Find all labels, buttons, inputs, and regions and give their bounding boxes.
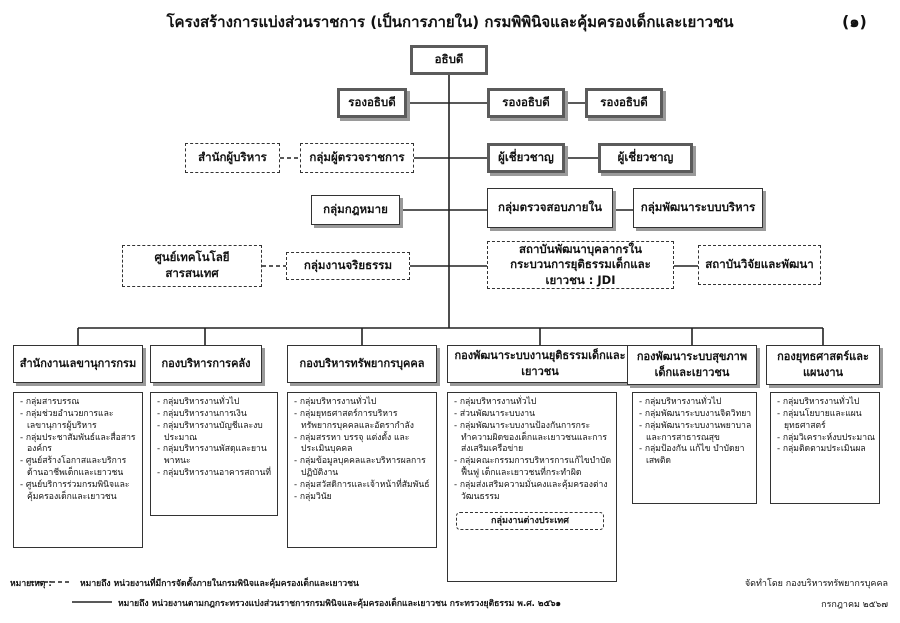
deputy-box-1: รองอธิบดี bbox=[337, 88, 407, 118]
list-item: - กลุ่มสรรหา บรรจุ แต่งตั้ง และประเมินบุ… bbox=[294, 432, 410, 455]
division-list-5: - กลุ่มบริหารงานทั่วไป - กลุ่มพัฒนาระบบง… bbox=[632, 392, 757, 504]
list-item: - กลุ่มสารบรรณ bbox=[20, 397, 80, 407]
deputy-box-2: รองอธิบดี bbox=[487, 88, 565, 118]
division-header-5: กองพัฒนาระบบสุขภาพเด็กและเยาวชน bbox=[627, 345, 757, 385]
division-list-6: - กลุ่มบริหารงานทั่วไป - กลุ่มนโยบายและแ… bbox=[770, 392, 880, 504]
division-list-3: - กลุ่มบริหารงานทั่วไป - กลุ่มยุทธศาสตร์… bbox=[287, 392, 437, 548]
credit-date: กรกฎาคม ๒๕๖๗ bbox=[821, 600, 888, 610]
legal-group-box: กลุ่มกฎหมาย bbox=[311, 195, 400, 225]
list-item: - ศูนย์สร้างโอกาสและบริการด้านอาชีพเด็กแ… bbox=[20, 456, 127, 479]
division-header-3: กองบริหารทรัพยากรบุคคล bbox=[287, 345, 437, 383]
list-item: - กลุ่มข้อมูลบุคคลและบริหารผลการปฏิบัติง… bbox=[294, 456, 426, 479]
list-item: - กลุ่มพัฒนาระบบงานจิตวิทยา bbox=[639, 408, 752, 419]
director-box: อธิบดี bbox=[410, 45, 488, 75]
expert-box-1: ผู้เชี่ยวชาญ bbox=[487, 143, 565, 173]
list-item: - กลุ่มบริหารงานพัสดุและยานพาหนะ bbox=[157, 444, 267, 467]
list-item: - กลุ่มป้องกัน แก้ไข บำบัดยาเสพติด bbox=[639, 444, 745, 467]
list-item: - ศูนย์บริการร่วมกรมพินิจและคุ้มครองเด็ก… bbox=[20, 480, 130, 502]
list-item: - กลุ่มช่วยอำนวยการและเลขานุการผู้บริหาร bbox=[20, 408, 114, 431]
list-item: - กลุ่มบริหารงานทั่วไป bbox=[777, 397, 860, 407]
list-item: - กลุ่มบริหารงานทั่วไป bbox=[294, 397, 377, 407]
page-number: (๑) bbox=[842, 12, 867, 31]
list-item: - กลุ่มประชาสัมพันธ์และสื่อสารองค์กร bbox=[20, 432, 136, 455]
list-item: - กลุ่มบริหารงานทั่วไป bbox=[454, 397, 537, 407]
list-item: - กลุ่มสวัสดิการและเจ้าหน้าที่สัมพันธ์ bbox=[294, 480, 430, 491]
ict-center-box: ศูนย์เทคโนโลยีสารสนเทศ bbox=[122, 245, 262, 287]
credit-by: จัดทำโดย กองบริหารทรัพยากรบุคคล bbox=[744, 579, 888, 589]
internal-audit-box: กลุ่มตรวจสอบภายใน bbox=[487, 188, 613, 228]
list-item: - กลุ่มยุทธศาสตร์การบริหารทรัพยากรบุคคลแ… bbox=[294, 408, 414, 431]
list-item: - กลุ่มส่งเสริมความมั่นคงและคุ้มครองต่าง… bbox=[454, 480, 608, 502]
list-item: - กลุ่มบริหารงานการเงิน bbox=[157, 408, 247, 419]
admin-office-box: สำนักผู้บริหาร bbox=[185, 143, 280, 173]
division-list-1: - กลุ่มสารบรรณ - กลุ่มช่วยอำนวยการและเลข… bbox=[13, 392, 143, 548]
list-item: - กลุ่มบริหารงานอาคารสถานที่ bbox=[157, 468, 272, 479]
list-item: - กลุ่มบริหารงานบัญชีและงบประมาณ bbox=[157, 420, 263, 443]
list-item: - กลุ่มติดตามประเมินผล bbox=[777, 444, 866, 455]
list-item: - กลุ่มวินัย bbox=[294, 491, 332, 502]
division-header-1: สำนักงานเลขานุการกรม bbox=[13, 345, 143, 383]
jdi-institute-box: สถาบันพัฒนาบุคลากรในกระบวนการยุติธรรมเด็… bbox=[487, 241, 674, 289]
research-institute-box: สถาบันวิจัยและพัฒนา bbox=[698, 245, 821, 285]
list-item: - กลุ่มพัฒนาระบบงานป้องกันการกระทำความผิ… bbox=[454, 420, 607, 455]
list-item: - กลุ่มบริหารงานทั่วไป bbox=[157, 397, 240, 407]
legend-dashed-text: หมายถึง หน่วยงานที่มีการจัดตั้งภายในกรมพ… bbox=[80, 579, 359, 589]
ethics-group-box: กลุ่มงานจริยธรรม bbox=[286, 252, 410, 280]
list-item: - ส่วนพัฒนาระบบงาน bbox=[454, 408, 535, 419]
division-list-4: - กลุ่มบริหารงานทั่วไป - ส่วนพัฒนาระบบงา… bbox=[447, 392, 617, 582]
division-header-4: กองพัฒนาระบบงานยุติธรรมเด็กและเยาวชน bbox=[447, 345, 633, 383]
list-item: - กลุ่มบริหารงานทั่วไป bbox=[639, 397, 722, 407]
division-header-6: กองยุทธศาสตร์และแผนงาน bbox=[766, 345, 880, 385]
legend-solid-text: หมายถึง หน่วยงานตามกฎกระทรวงแบ่งส่วนราชก… bbox=[118, 599, 562, 609]
admin-dev-box: กลุ่มพัฒนาระบบบริหาร bbox=[633, 188, 763, 228]
expert-box-2: ผู้เชี่ยวชาญ bbox=[598, 143, 693, 173]
list-item: - กลุ่มวิเคราะห์งบประมาณ bbox=[777, 432, 876, 443]
list-item: - กลุ่มนโยบายและแผนยุทธศาสตร์ bbox=[777, 408, 862, 431]
chart-title: โครงสร้างการแบ่งส่วนราชการ (เป็นการภายใน… bbox=[166, 13, 734, 31]
list-item: - กลุ่มคณะกรรมการบริหารการแก้ไขบำบัด ฟื้… bbox=[454, 456, 612, 479]
foreign-affairs-subunit: กลุ่มงานต่างประเทศ bbox=[456, 511, 604, 531]
legend-heading: หมายเหตุ : bbox=[10, 579, 52, 589]
inspector-group-box: กลุ่มผู้ตรวจราชการ bbox=[300, 143, 414, 173]
deputy-box-3: รองอธิบดี bbox=[585, 88, 663, 118]
list-item: - กลุ่มพัฒนาระบบงานพยาบาลและการสาธารณสุข bbox=[639, 420, 752, 443]
division-list-2: - กลุ่มบริหารงานทั่วไป - กลุ่มบริหารงานก… bbox=[150, 392, 278, 516]
division-header-2: กองบริหารการคลัง bbox=[150, 345, 262, 383]
